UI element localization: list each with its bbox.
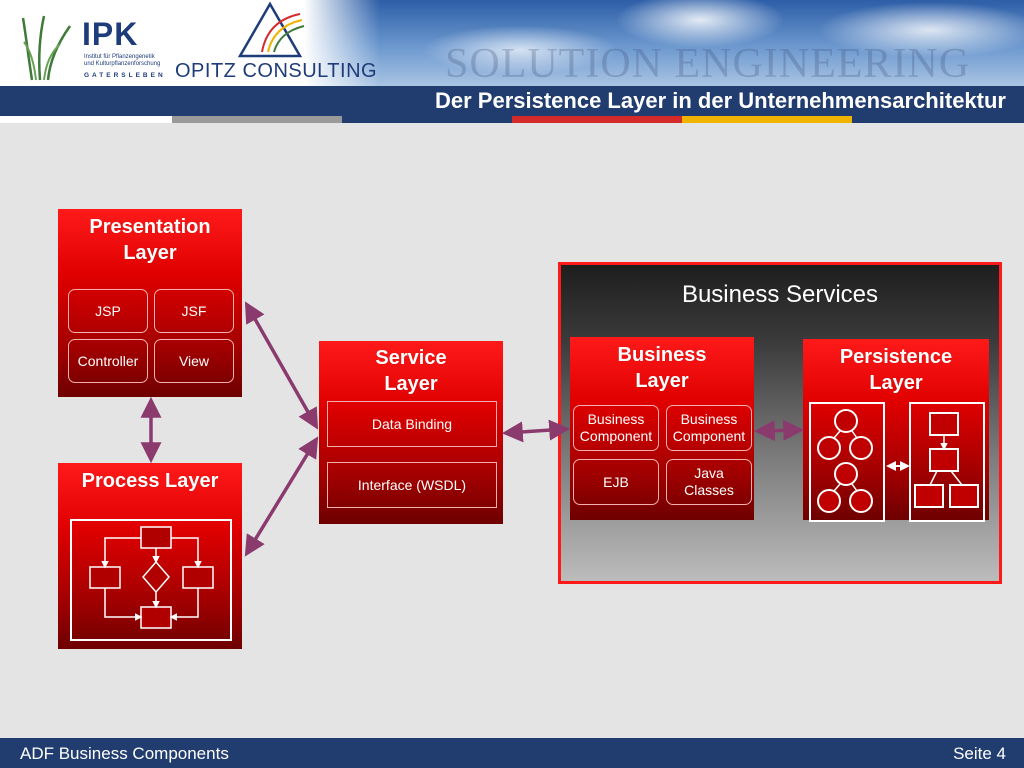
- arrow-service-business: [501, 419, 571, 443]
- persistence-layer-title-line2: Layer: [869, 372, 923, 394]
- ipk-logo-subtitle: Institut für Pflanzengenetik und Kulturp…: [84, 54, 161, 67]
- opitz-logo-text: OPITZ CONSULTING: [175, 60, 378, 82]
- business-layer-title-line1: Business: [617, 344, 707, 366]
- flowchart-icon: [89, 526, 214, 629]
- jsp-item: JSP: [68, 289, 148, 333]
- arrow-presentation-service: [244, 301, 319, 430]
- presentation-layer-title-line1: Presentation: [89, 216, 211, 238]
- object-graph-panel: [809, 402, 885, 522]
- persistence-layer-title-line1: Persistence: [839, 346, 953, 368]
- logo-panel: [0, 0, 380, 86]
- controller-item: Controller: [68, 339, 148, 383]
- interface-wsdl-item: Interface (WSDL): [327, 462, 497, 508]
- arrow-business-persistence: [753, 419, 805, 442]
- object-graph-icon: [817, 409, 873, 513]
- stripe-red: [512, 116, 682, 123]
- ipk-logo-name: IPK: [82, 16, 139, 52]
- presentation-layer-title-line2: Layer: [123, 242, 177, 264]
- service-layer-title-line1: Service: [375, 347, 447, 369]
- arrow-process-service: [244, 436, 319, 557]
- service-layer-box: Service Layer Data Binding Interface (WS…: [319, 341, 503, 524]
- business-layer-title-line2: Layer: [635, 370, 689, 392]
- title-bar: Der Persistence Layer in der Unternehmen…: [0, 86, 1024, 116]
- footer-bar: ADF Business Components Seite 4: [0, 738, 1024, 768]
- business-layer-title: Business Layer: [570, 342, 754, 394]
- stripe-white: [0, 116, 172, 123]
- stripe-yellow: [682, 116, 852, 123]
- presentation-layer-title: Presentation Layer: [58, 214, 242, 266]
- ipk-logo-place: GATERSLEBEN: [84, 72, 166, 79]
- service-layer-title-line2: Layer: [384, 373, 438, 395]
- process-layer-title: Process Layer: [81, 470, 219, 492]
- ejb-item: EJB: [573, 459, 659, 505]
- service-layer-title: Service Layer: [319, 345, 503, 397]
- business-services-title: Business Services: [681, 281, 879, 308]
- jsf-item: JSF: [154, 289, 234, 333]
- ipk-logo: IPK Institut für Pflanzengenetik und Kul…: [20, 14, 163, 82]
- footer-title: ADF Business Components: [20, 744, 229, 763]
- data-binding-item: Data Binding: [327, 401, 497, 447]
- relational-tables-panel: [909, 402, 985, 522]
- stripe-navy-2: [852, 116, 1024, 123]
- process-flowchart-panel: [70, 519, 232, 641]
- page-number: Seite 4: [953, 744, 1006, 763]
- view-item: View: [154, 339, 234, 383]
- presentation-layer-box: Presentation Layer JSP JSF Controller Vi…: [58, 209, 242, 397]
- persistence-layer-title: Persistence Layer: [803, 344, 989, 396]
- opitz-triangle-icon: [237, 1, 305, 58]
- stripe-navy: [342, 116, 512, 123]
- page-title: Der Persistence Layer in der Unternehmen…: [434, 88, 1006, 113]
- relational-tables-icon: [914, 412, 979, 508]
- watermark-text: SOLUTION ENGINEERING: [445, 41, 971, 87]
- stripe-gray: [172, 116, 342, 123]
- plant-icon: [21, 15, 72, 81]
